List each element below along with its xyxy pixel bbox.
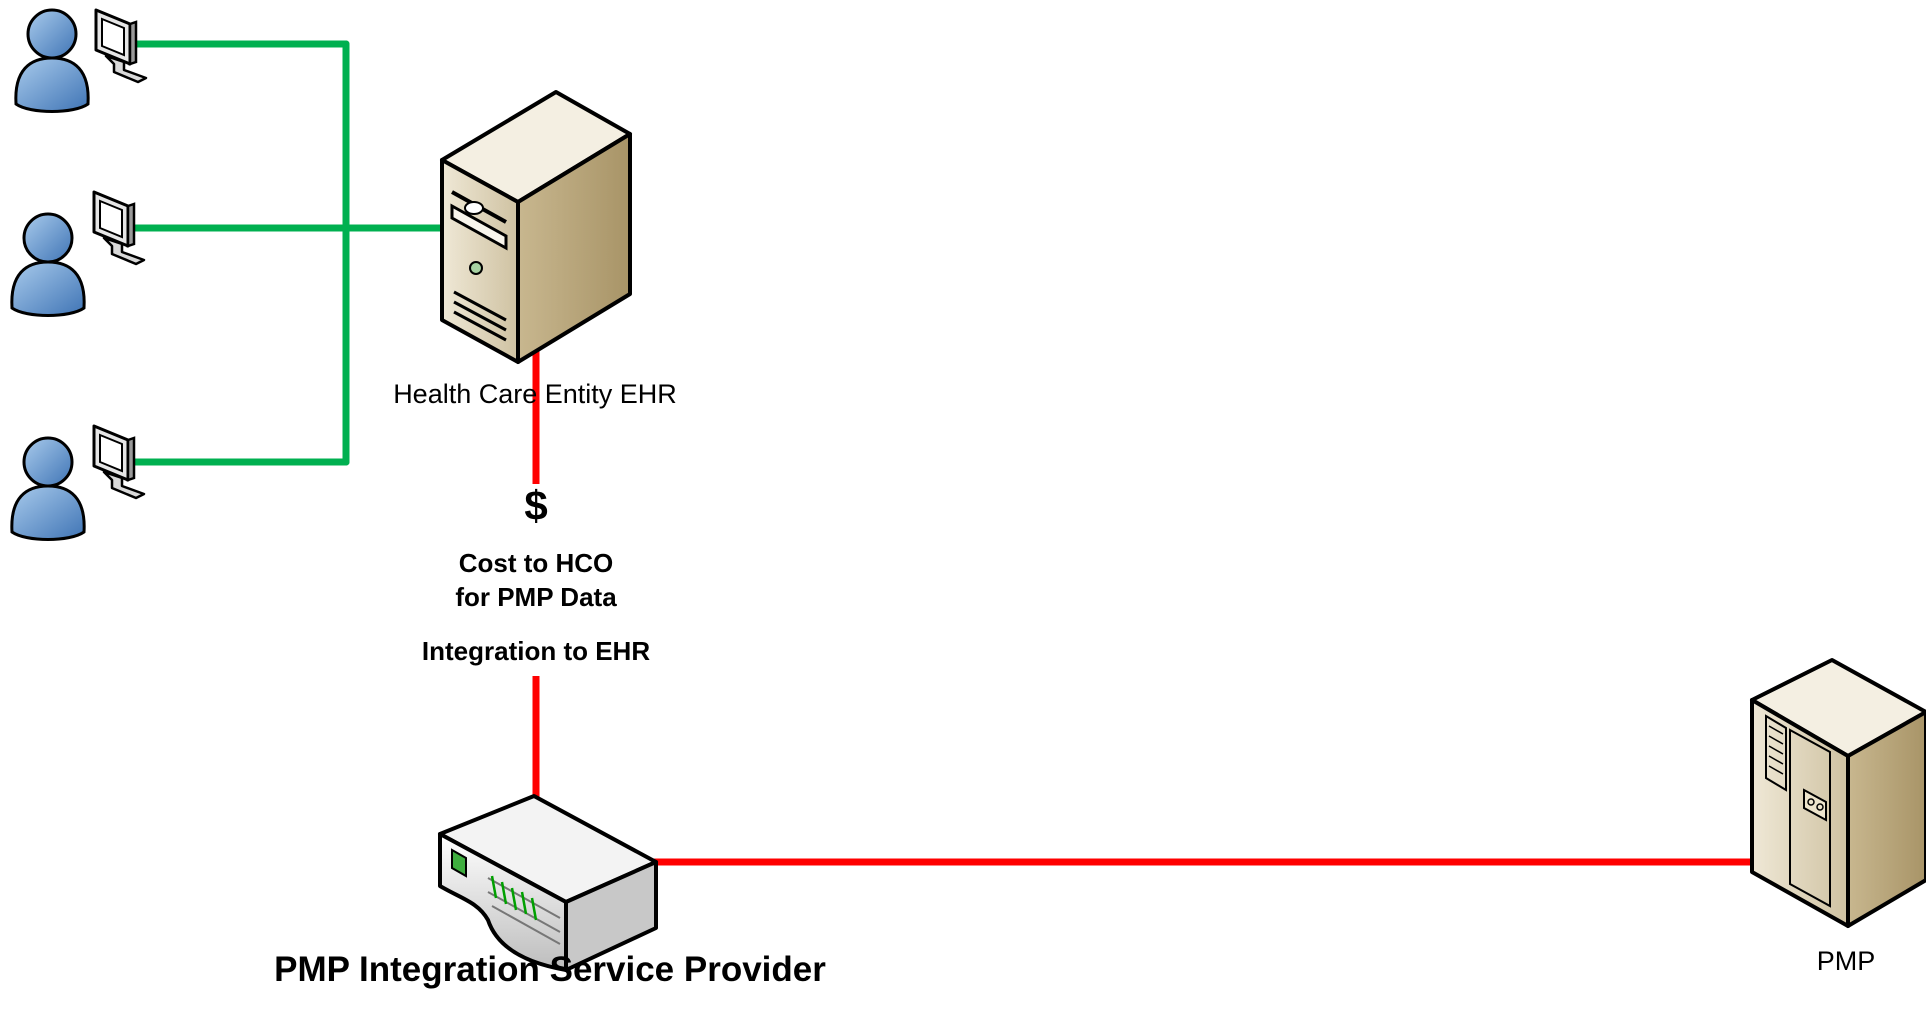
ehr-label: Health Care Entity EHR [393,379,677,409]
user-icon [10,436,86,541]
pmp-data-path-lines [532,350,1752,866]
cost-label-line-2: for PMP Data [455,582,617,612]
cost-label-line-1: Cost to HCO [458,548,614,578]
integration-label: Integration to EHR [421,636,651,666]
user-icon [14,8,90,113]
pmp-label: PMP [1816,946,1876,976]
workstation-2 [10,190,146,317]
workstation-1 [14,8,148,113]
dollar-sign-label: $ [524,482,548,529]
provider-label: PMP Integration Service Provider [274,950,826,989]
workstation-3 [10,424,146,541]
network-hub-icon [438,794,658,972]
user-icon [10,212,86,317]
mainframe-server-icon [1750,658,1926,928]
tower-server-icon [440,90,632,364]
local-network-lines [112,40,450,466]
